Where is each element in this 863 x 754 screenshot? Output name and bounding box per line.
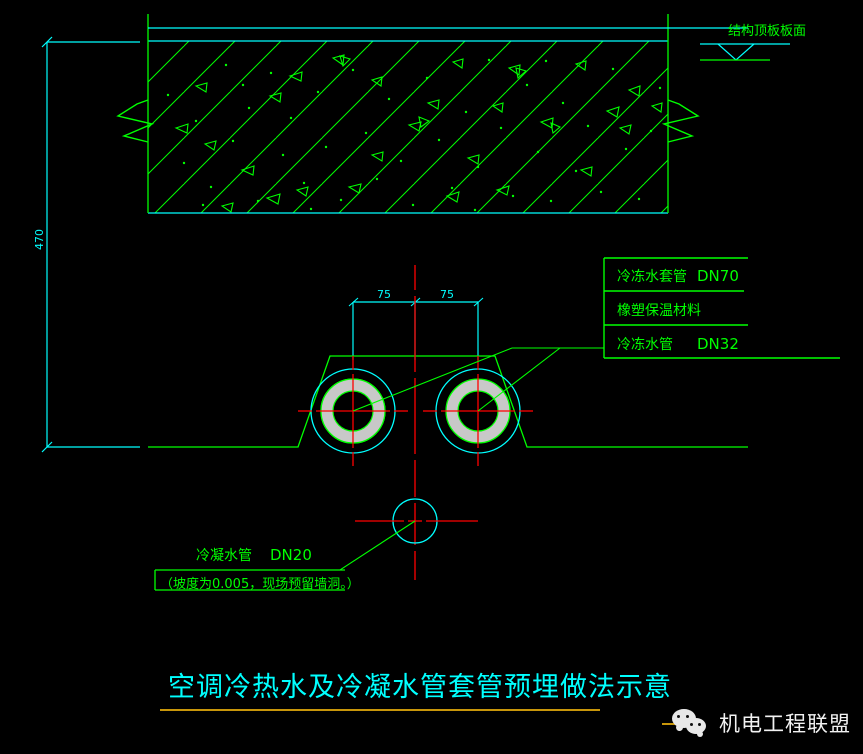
level-marker-symbol — [700, 43, 790, 61]
legend-row-2-name: 冷冻水管 — [617, 336, 673, 353]
wechat-icon — [672, 709, 712, 737]
condensate-pipe-label: 冷凝水管 — [196, 548, 252, 564]
break-line-left — [116, 99, 155, 143]
watermark: 机电工程联盟 — [672, 708, 851, 738]
dimension-470-text: 470 — [33, 229, 46, 250]
drawing-title: 空调冷热水及冷凝水管套管预埋做法示意 — [168, 672, 672, 703]
horizontal-dimension-75 — [348, 297, 484, 360]
dimension-75-left: 75 — [377, 288, 391, 301]
sleeve-bed-outline — [148, 355, 748, 448]
aggregate-dots — [166, 58, 662, 212]
condensate-pipe-symbol — [355, 498, 478, 544]
condensate-note-text: （坡度为0.005，现场预留墙洞。） — [160, 576, 360, 592]
legend-row-2-size: DN32 — [697, 335, 739, 353]
break-line-right — [661, 99, 700, 143]
watermark-text: 机电工程联盟 — [719, 712, 851, 736]
chilled-water-pipe-right — [423, 356, 533, 466]
insulation-annulus-right — [445, 379, 510, 443]
slab-top-label: 结构顶板板面 — [728, 24, 806, 39]
chilled-water-pipe-left — [298, 356, 408, 466]
legend-row-1-name: 橡塑保温材料 — [617, 303, 701, 319]
legend-row-0-size: DN70 — [697, 267, 739, 285]
aggregate-triangles — [174, 54, 663, 213]
vertical-dimension-470 — [41, 36, 140, 453]
dimension-75-right: 75 — [440, 288, 454, 301]
condensate-size-label: DN20 — [270, 546, 312, 564]
legend-row-0-name: 冷冻水套管 — [617, 268, 687, 285]
insulation-annulus-left — [320, 379, 385, 443]
leader-left-pipe — [352, 347, 604, 412]
concrete-slab — [116, 14, 748, 214]
condensate-note-block — [154, 569, 345, 591]
legend-table — [603, 257, 840, 359]
leader-right-pipe — [477, 347, 561, 412]
leader-lines — [155, 347, 604, 571]
